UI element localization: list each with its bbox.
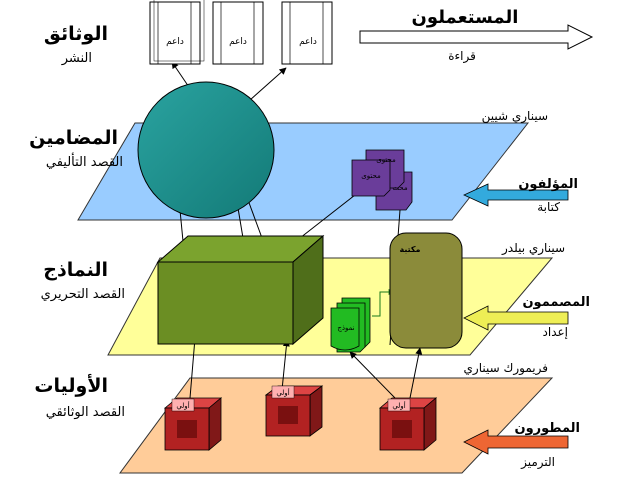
authors-action: كتابة [537,200,560,214]
level-docs-subtitle: النشر [61,51,92,66]
authors-title: المؤلفون [518,177,578,192]
library-shape [389,232,463,349]
developers-action: الترميز [520,455,555,470]
support-label: داعم [166,37,184,47]
primitive-box-3: أولي [378,397,438,451]
primitive-label: أولي [176,401,189,410]
designers-arrow [463,305,569,331]
content-short-label: محت [392,184,407,192]
designers-action: إعداد [543,325,568,339]
plane-shane-label: سيناري شيين [482,109,548,124]
content-label: محتوى [376,156,396,164]
developers-title: المطورون [514,421,580,436]
level-docs-title: الوثائق [44,23,108,45]
content-docs: محتوى محتوى محت [351,149,413,211]
level-content-subtitle: القصد التأليفي [46,152,123,170]
level-primitives-title: الأوليات [34,374,108,397]
plane-framework [119,377,554,474]
developers-arrow [463,429,569,455]
primitive-label: أولي [392,401,405,410]
plane-framework-label: فريمورك سيناري [464,361,548,376]
template-label: نموذج [337,324,354,332]
primitive-box-1: أولي [163,397,223,451]
level-models-title: النماذج [43,259,108,281]
content-label: محتوى [361,172,381,180]
support-doc-3: داعم [281,1,333,65]
primitive-box-2: أولي [264,385,324,437]
content-sphere [137,81,275,219]
designers-title: المصممون [522,295,590,310]
primitive-label: أولي [276,388,289,397]
support-label: داعم [299,37,317,47]
level-primitives-subtitle: القصد الوثائقي [46,405,125,420]
users-action: قراءة [448,49,476,64]
level-content-title: المضامين [29,127,118,149]
users-title: المستعملون [412,7,519,28]
users-arrow [359,24,594,50]
template-doc: نموذج [330,297,371,353]
library-label: مكتبة [400,245,421,254]
authors-arrow [463,183,569,207]
support-doc-1: داعم [149,0,205,65]
level-models-subtitle: القصد التحريري [41,287,125,302]
support-doc-2: داعم [212,1,264,65]
plane-builder-label: سيناري بيلدر [501,241,565,256]
template-to-library-arrow [372,289,395,317]
model-box [156,234,325,346]
support-label: داعم [229,37,247,47]
